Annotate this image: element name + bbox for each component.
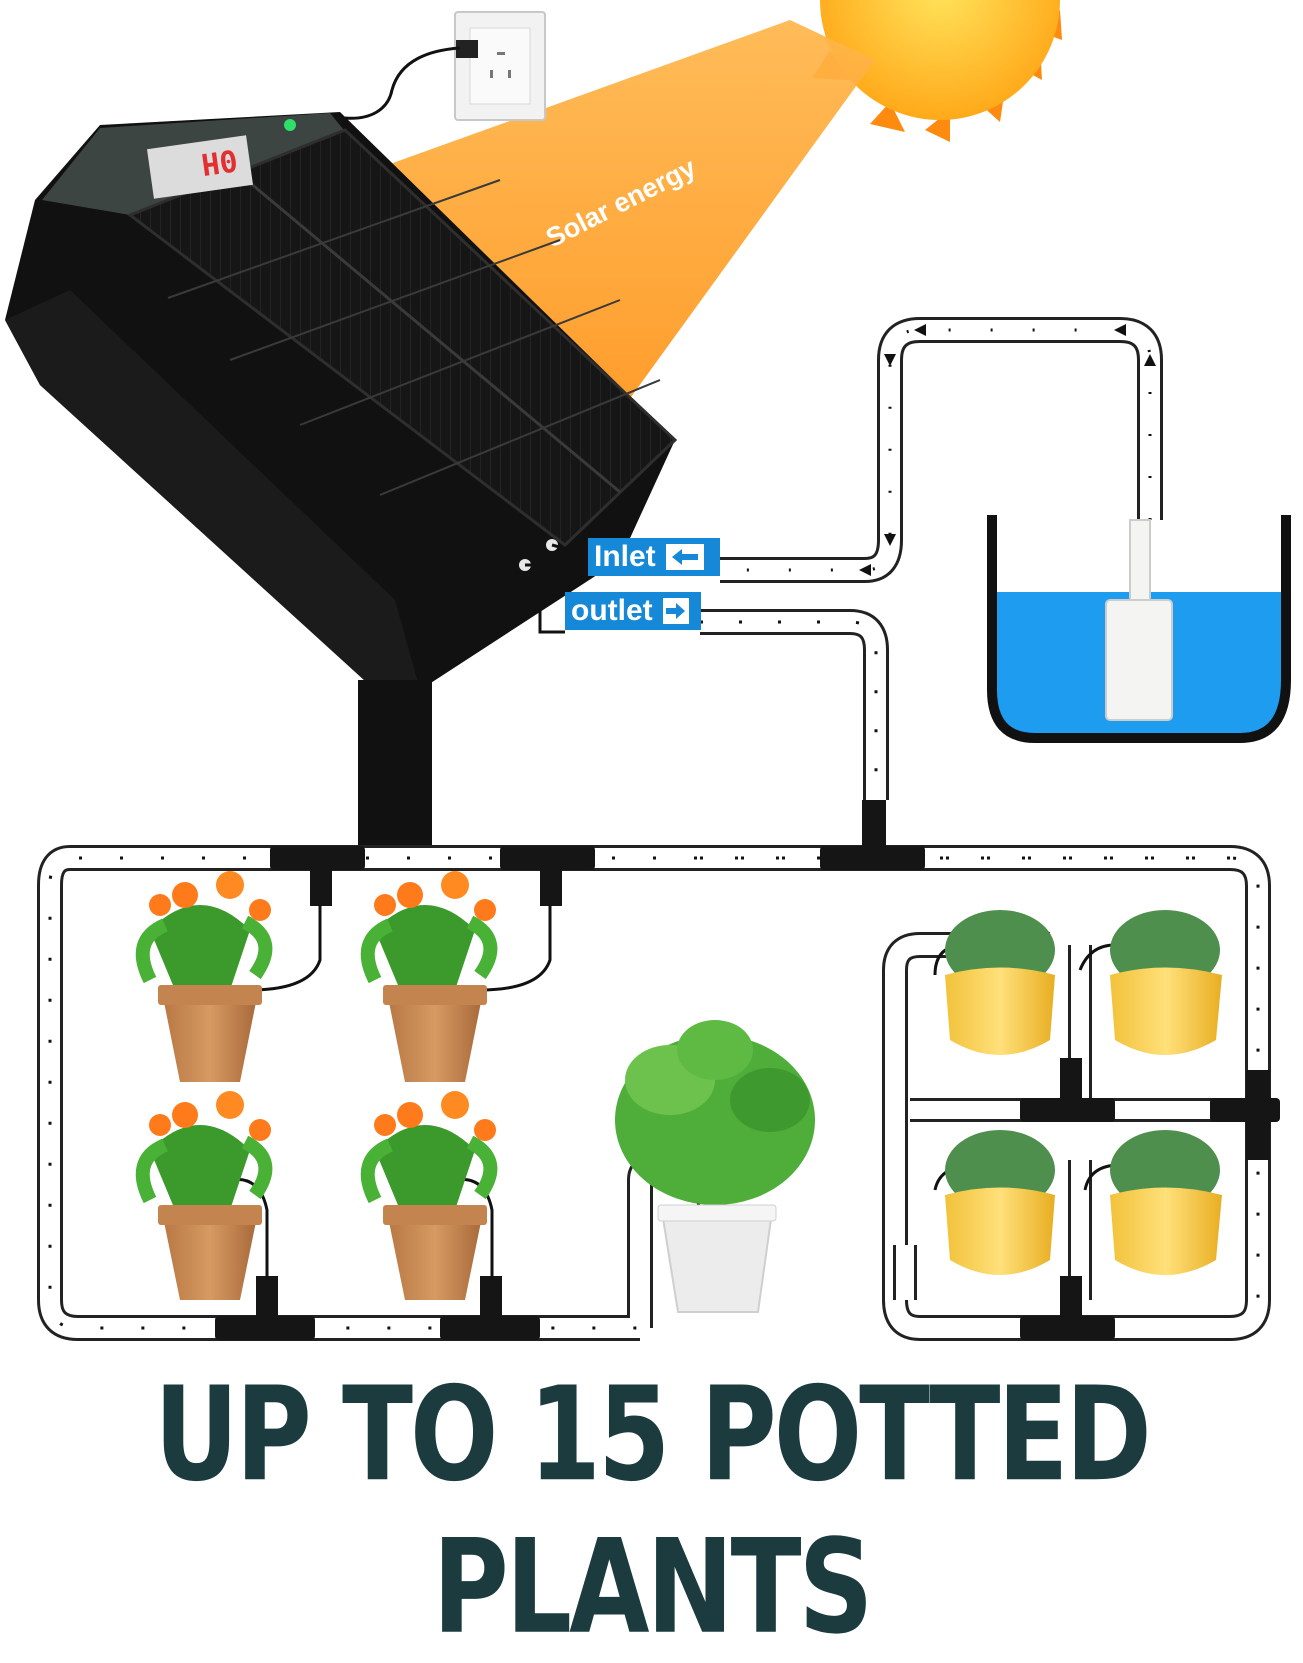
flower-pot-3 bbox=[135, 1091, 273, 1300]
outlet-label-text: outlet bbox=[571, 594, 653, 627]
headline: UP TO 15 POTTED PLANTS bbox=[154, 1358, 1152, 1663]
water-reservoir bbox=[987, 515, 1291, 743]
solar-controller: 0H bbox=[5, 112, 678, 690]
power-cable bbox=[344, 46, 461, 120]
outlet-pipe bbox=[700, 609, 889, 800]
solar-beam bbox=[318, 20, 875, 415]
wall-outlet bbox=[454, 11, 546, 121]
yellow-pot-3 bbox=[945, 1130, 1055, 1275]
inlet-label-text: Inlet bbox=[594, 540, 656, 573]
inlet-pipe bbox=[720, 317, 1163, 583]
arrow-left-icon bbox=[665, 544, 704, 570]
outlet-tube-short bbox=[525, 563, 565, 634]
solar-irrigation-diagram: Solar energy 0H bbox=[5, 0, 1291, 1341]
sun-icon bbox=[812, 0, 1062, 142]
inlet-label: Inlet bbox=[588, 538, 720, 576]
status-led bbox=[284, 119, 296, 131]
intake-filter bbox=[1105, 599, 1173, 721]
yellow-pot-4 bbox=[1110, 1130, 1222, 1275]
tee-connectors bbox=[215, 800, 1280, 1340]
outlet-label: outlet bbox=[565, 592, 701, 630]
ground-stake bbox=[358, 680, 432, 850]
flower-pot-1 bbox=[135, 871, 273, 1082]
solar-panel bbox=[126, 128, 678, 547]
flower-pot-4 bbox=[360, 1091, 498, 1300]
arrow-right-icon bbox=[662, 598, 689, 624]
display-readout: 0H bbox=[199, 142, 240, 182]
yellow-pot-2 bbox=[1110, 910, 1222, 1055]
lcd-display bbox=[147, 135, 253, 199]
inlet-tube-short bbox=[551, 543, 580, 560]
herb-pot bbox=[615, 1020, 815, 1313]
yellow-pot-1 bbox=[945, 910, 1055, 1055]
flower-pot-2 bbox=[360, 871, 498, 1082]
